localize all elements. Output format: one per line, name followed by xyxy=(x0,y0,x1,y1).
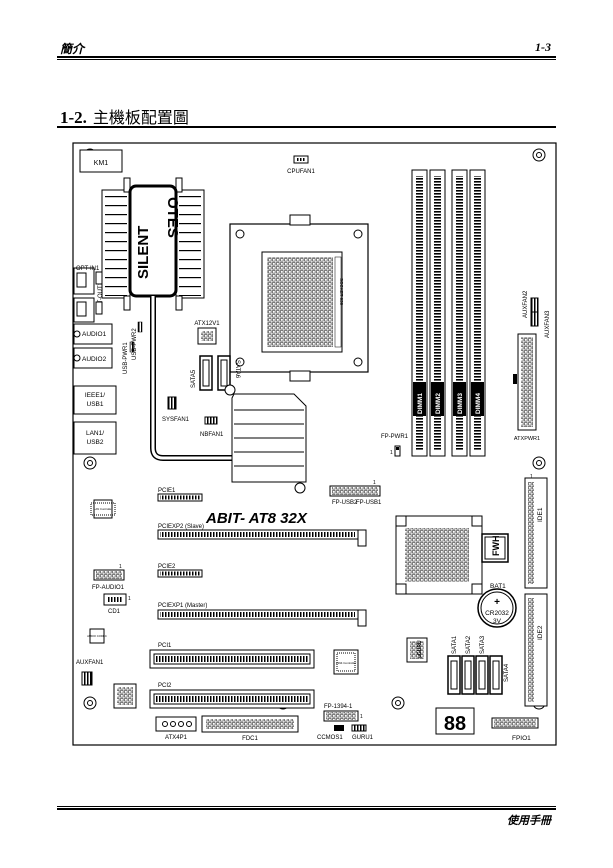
cpufan1-label: CPUFAN1 xyxy=(287,169,315,175)
fp-usb2-label: FP-USB2 xyxy=(332,500,358,506)
otes-label: OTES xyxy=(164,197,181,238)
audio1-label: AUDIO1 xyxy=(82,331,107,338)
ide1-label: IDE1 xyxy=(537,507,544,522)
opt-out1-label: OPT-OUT1 xyxy=(98,281,104,312)
fp-usb-pin1: 1 xyxy=(373,480,376,486)
ccmos1-label: CCMOS1 xyxy=(317,735,343,741)
guru-label: µGURU xyxy=(417,640,423,658)
fp-usb1-label: FP-USB1 xyxy=(356,500,382,506)
nbfan1-header xyxy=(204,416,218,425)
atxpwr1-label: ATXPWR1 xyxy=(514,436,540,442)
auxfan3-header xyxy=(530,311,539,327)
audio-codec-label: AUDIO CODEC xyxy=(87,634,107,638)
sata6-label: SATA6 xyxy=(234,360,240,379)
sata3-label: SATA3 xyxy=(480,635,486,654)
atx12v1-label: ATX12V1 xyxy=(194,321,220,327)
ide1-pin1: 1 xyxy=(530,474,533,480)
sysfan1-label: SYSFAN1 xyxy=(162,417,190,423)
sata1-label: SATA1 xyxy=(452,635,458,654)
header-page-number: 1-3 xyxy=(535,40,551,54)
auxfan1-header xyxy=(81,671,93,686)
lan-controller-label: LAN Controller xyxy=(94,507,112,511)
cr2032-label: CR2032 xyxy=(485,610,509,617)
audio2-label: AUDIO2 xyxy=(82,356,107,363)
brand-logo: ABIT- AT8 32X xyxy=(205,510,308,527)
lan1-usb2-label-line1: LAN1/ xyxy=(86,430,104,437)
motherboard-layout-diagram: KM1 CPUFAN1 SILENT OTES OPT-IN1 OPT-OUT1… xyxy=(72,142,557,746)
silent-label: SILENT xyxy=(135,226,152,279)
footer-text: 使用手冊 xyxy=(507,814,551,827)
auxfan3-label: AUXFAN3 xyxy=(545,310,551,338)
section-title: 1-2. 主機板配置圖 xyxy=(60,104,189,128)
silent-otes-cooler: SILENT OTES xyxy=(101,177,205,311)
audio-codec-chip xyxy=(89,628,105,644)
cd1-pin1: 1 xyxy=(128,596,131,602)
chipset-heatsink xyxy=(224,384,307,494)
sysfan1-header xyxy=(167,396,177,410)
cpu-socket-area: SOCKET 939 xyxy=(229,214,369,382)
dimm1-label: DIMM1 xyxy=(417,393,424,414)
ieee1-usb1-label-line1: IEEE1/ xyxy=(85,392,105,399)
ieee1-usb1-label-line2: USB1 xyxy=(87,401,104,408)
atx4p1-label: ATX4P1 xyxy=(165,735,188,741)
fdc1-label: FDC1 xyxy=(242,736,258,742)
auxfan1-label: AUXFAN1 xyxy=(76,660,104,666)
battery-plus: + xyxy=(494,597,500,608)
opt-in1-label: OPT-IN1 xyxy=(76,266,100,272)
pcie2-label: PCIE2 xyxy=(158,564,176,570)
dimm4-label: DIMM4 xyxy=(475,393,482,414)
dimm-slots: DIMM1 DIMM2 DIMM3 DIMM4 xyxy=(411,169,486,457)
auxfan2-header xyxy=(530,297,539,313)
header-rule xyxy=(57,56,556,60)
post-code-display xyxy=(435,707,475,735)
cd1-label: CD1 xyxy=(108,609,121,615)
sata2-label: SATA2 xyxy=(466,635,472,654)
fp-pwr1-label: FP-PWR1 xyxy=(381,434,409,440)
guru1-label: GURU1 xyxy=(352,735,374,741)
km1-label: KM1 xyxy=(94,160,109,167)
usb-pwr2-label: USB-PWR2 xyxy=(132,328,138,360)
pciexp1-label: PCIEXP1 (Master) xyxy=(158,603,207,609)
lan1-usb2-label-line2: USB2 xyxy=(87,439,104,446)
battery-voltage-label: 3V xyxy=(493,618,502,625)
post-code-digits: 88 xyxy=(444,713,466,735)
fp-1394-1-label: FP-1394-1 xyxy=(324,704,353,710)
fp-pwr1-pin1: 1 xyxy=(390,450,393,456)
auxfan2-label: AUXFAN2 xyxy=(523,290,529,318)
chipset-area xyxy=(395,515,483,595)
pciexp2-label: PCIEXP2 (Slave) xyxy=(158,524,204,530)
dimm3-label: DIMM3 xyxy=(457,393,464,414)
pci2-label: PCI2 xyxy=(158,683,172,689)
sata5-label: SATA5 xyxy=(191,369,197,388)
socket-label: SOCKET 939 xyxy=(339,278,344,306)
header-chapter: 簡介 xyxy=(60,42,85,56)
fp-1394-1-pin1: 1 xyxy=(360,714,363,720)
bat1-label: BAT1 xyxy=(490,583,506,590)
ieee1394-controller-chip xyxy=(333,649,359,675)
sata4-label: SATA4 xyxy=(504,663,510,682)
usb-pwr1-label: USB-PWR1 xyxy=(123,342,129,374)
fp-audio1-label: FP-AUDIO1 xyxy=(92,585,125,591)
section-number: 1-2. xyxy=(60,108,87,127)
dimm2-label: DIMM2 xyxy=(435,393,442,414)
footer-rule xyxy=(57,806,556,810)
pcie1-label: PCIE1 xyxy=(158,488,176,494)
rear-io: OPT-IN1 OPT-OUT1 AUDIO1 AUDIO2 USB-PWR1 … xyxy=(73,266,143,455)
section-rule xyxy=(57,126,556,128)
pci1-label: PCI1 xyxy=(158,643,172,649)
km1-connector xyxy=(79,149,123,173)
lan-controller-chip xyxy=(93,499,113,519)
fpio1-label: FPIO1 xyxy=(512,735,531,742)
fp-audio1-pin1: 1 xyxy=(119,564,122,570)
fwh-label: FWH xyxy=(491,536,501,557)
section-heading: 主機板配置圖 xyxy=(92,108,189,127)
nbfan1-label: NBFAN1 xyxy=(200,432,224,438)
ide2-label: IDE2 xyxy=(537,625,544,640)
ieee1394-controller-label: 1394 Controller xyxy=(336,661,357,665)
